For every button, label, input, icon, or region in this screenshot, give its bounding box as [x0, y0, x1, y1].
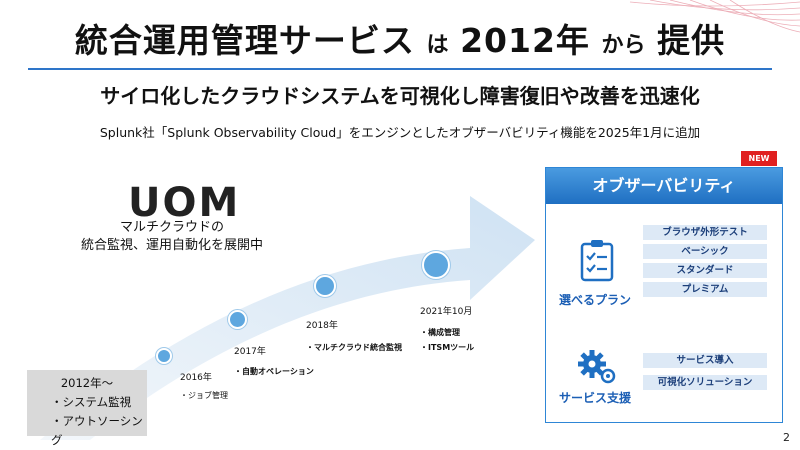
observability-panel: オブザーバビリティ 選べるプラン ブラウザ外形テスト ベーシック スタンダード … — [545, 167, 783, 423]
plan-item: スタンダード — [643, 263, 767, 278]
milestone-item: ・ジョブ管理 — [180, 391, 228, 400]
support-label: サービス支援 — [559, 391, 632, 405]
title-divider — [28, 68, 772, 70]
page-number: 2 — [783, 431, 790, 444]
decorative-corner-lines — [629, 0, 800, 33]
milestone-year: 2021年10月 — [420, 307, 473, 317]
growth-arrow — [40, 196, 535, 440]
milestone-year: 2016年 — [180, 373, 212, 383]
checklist-icon — [580, 240, 614, 282]
page-title: 統合運用管理サービス は 2012年 から 提供 — [74, 21, 726, 60]
milestone-item: ・マルチクラウド統合監視 — [306, 343, 402, 352]
observability-header: オブザーバビリティ — [546, 168, 782, 204]
new-badge: NEW — [741, 151, 777, 166]
milestone-item: ・ITSMツール — [420, 343, 475, 352]
announcement-note: Splunk社「Splunk Observability Cloud」をエンジン… — [99, 125, 701, 140]
milestone-year: 2018年 — [306, 321, 338, 331]
milestone-year: 2017年 — [234, 347, 266, 357]
plan-item: ブラウザ外形テスト — [643, 225, 767, 240]
uom-description: マルチクラウドの 統合監視、運用自動化を展開中 — [80, 220, 263, 253]
support-item: サービス導入 — [643, 353, 767, 368]
plans-label: 選べるプラン — [559, 293, 632, 307]
plan-item: プレミアム — [643, 282, 767, 297]
uom-logo: UOM — [128, 180, 241, 226]
milestone-dot-2016 — [156, 348, 172, 364]
plan-item: ベーシック — [643, 244, 767, 259]
milestone-dot-2017 — [228, 310, 247, 329]
milestone-item: ・自動オペレーション — [234, 367, 314, 376]
support-item: 可視化ソリューション — [643, 375, 767, 390]
milestone-dot-2021 — [422, 251, 450, 279]
gears-icon — [578, 350, 616, 384]
milestone-dot-2018 — [314, 275, 336, 297]
subtitle: サイロ化したクラウドシステムを可視化し障害復旧や改善を迅速化 — [100, 84, 700, 108]
timeline-start-box: 2012年～ ・システム監視 ・アウトソーシング — [27, 370, 147, 447]
milestone-item: ・構成管理 — [420, 328, 460, 337]
